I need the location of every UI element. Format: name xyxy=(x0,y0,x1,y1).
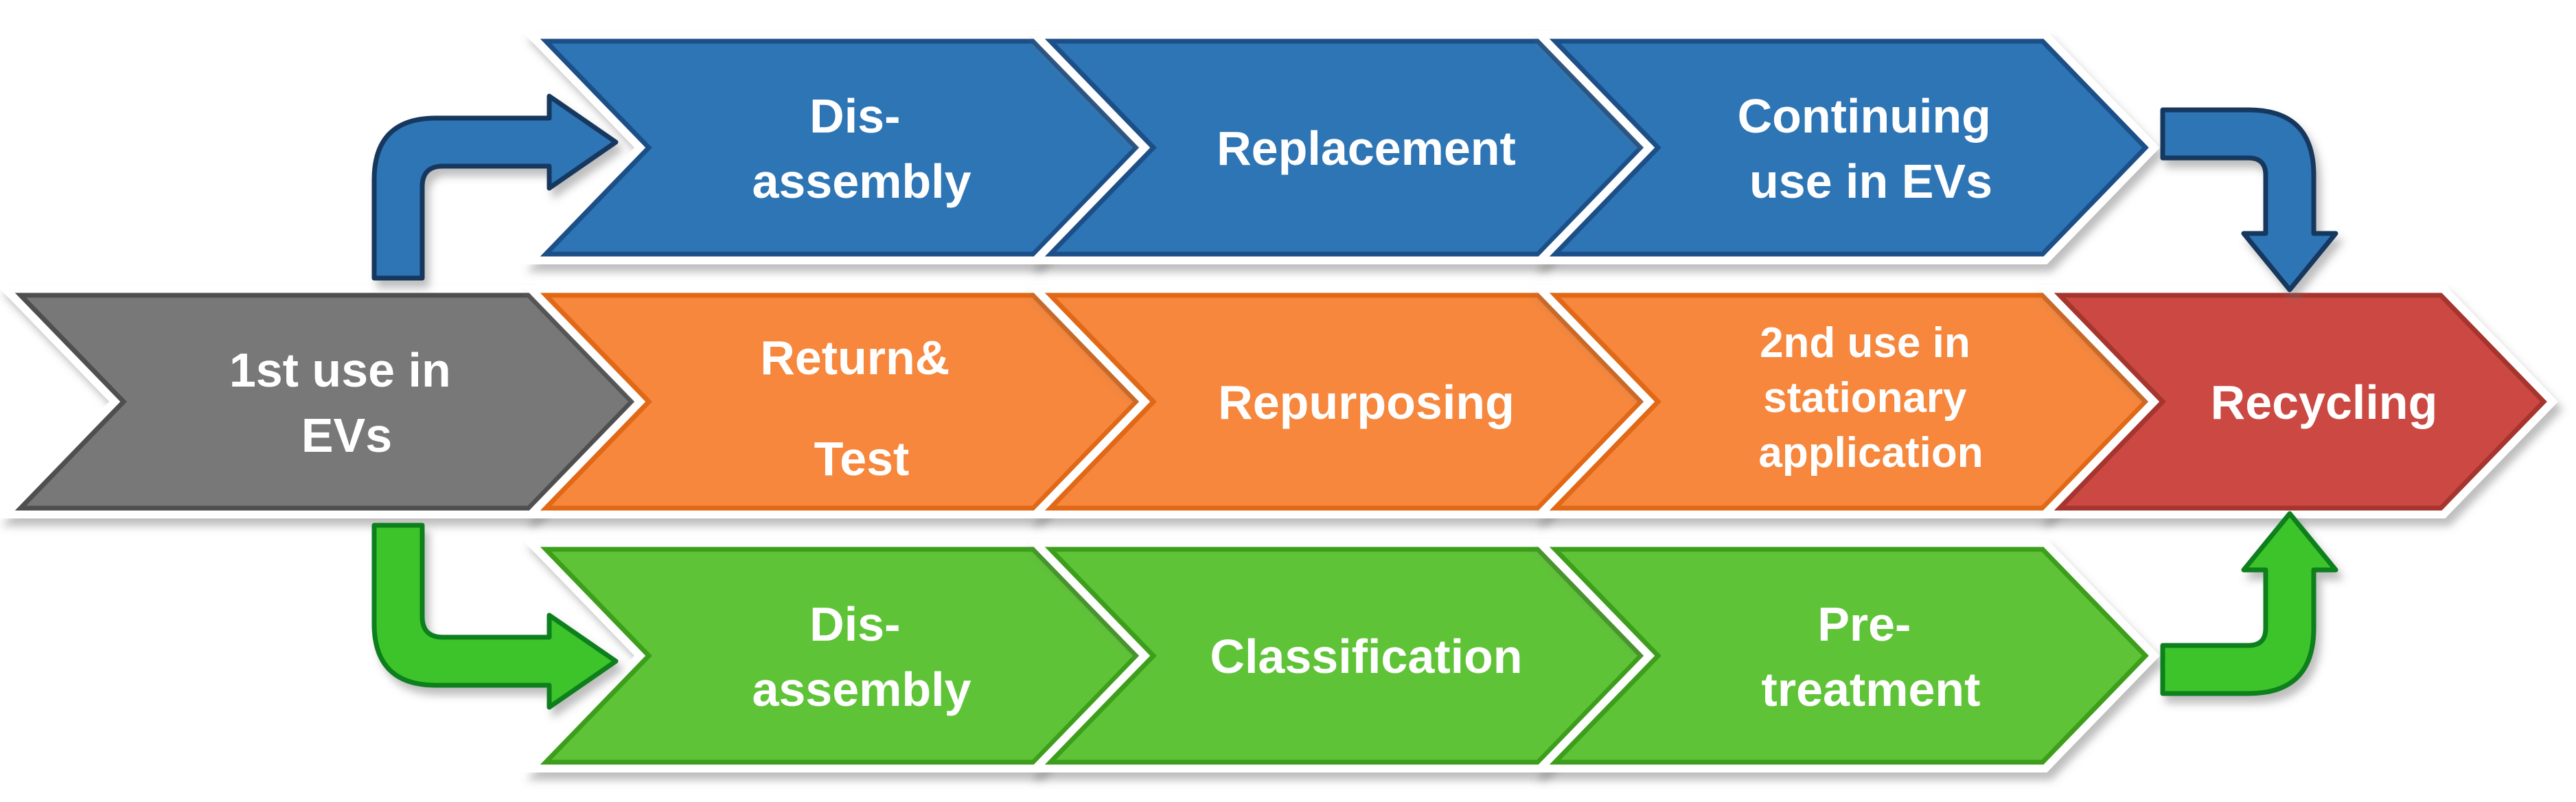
stage-label: Replacement xyxy=(1217,122,1516,175)
stage-label: Classification xyxy=(1210,630,1522,683)
stage-first-use-in-evs: 1st use in EVs xyxy=(0,285,646,518)
stage-label: Continuing use in EVs xyxy=(1738,89,2005,208)
stage-label: Dis- assembly xyxy=(752,89,971,208)
stage-label: Repurposing xyxy=(1218,376,1515,429)
stage-shape xyxy=(2054,293,2547,511)
stage-repurposing: Repurposing xyxy=(1026,285,1655,518)
stage-pre-treatment: Pre- treatment xyxy=(1530,539,2160,772)
stage-label: 2nd use in stationary application xyxy=(1758,319,1983,477)
arrow-up-to-top-path-icon xyxy=(371,93,619,281)
stage-label: 1st use in EVs xyxy=(229,343,464,462)
stage-recycling: Recycling xyxy=(2035,285,2558,518)
stage-label: Recycling xyxy=(2211,376,2438,429)
stage-continuing-use-in-evs: Continuing use in EVs xyxy=(1530,31,2160,264)
stage-return-and-test: Return& Test xyxy=(521,285,1151,518)
stage-shape xyxy=(14,293,635,511)
stage-shape xyxy=(540,547,1140,765)
stage-shape xyxy=(540,293,1140,511)
stage-replacement: Replacement xyxy=(1026,31,1655,264)
arrow-top-to-recycling-icon xyxy=(2160,107,2338,293)
stage-shape xyxy=(540,38,1140,257)
stage-classification: Classification xyxy=(1026,539,1655,772)
stage-shape xyxy=(1549,547,2149,765)
stage-shape xyxy=(1044,293,1644,511)
stage-disassembly-top: Dis- assembly xyxy=(521,31,1151,264)
stage-shape xyxy=(1044,38,1644,257)
stage-shape xyxy=(1549,293,2149,511)
stage-label: Dis- assembly xyxy=(752,597,971,716)
stage-2nd-use-in-stationary-application: 2nd use in stationary application xyxy=(1530,285,2160,518)
stage-shape xyxy=(1044,547,1644,765)
arrow-bottom-to-recycling-icon xyxy=(2160,511,2338,696)
stage-label: Pre- treatment xyxy=(1762,597,1981,716)
stage-label: Return& Test xyxy=(760,331,963,485)
arrow-down-to-bottom-path-icon xyxy=(371,523,619,710)
stage-disassembly-bottom: Dis- assembly xyxy=(521,539,1151,772)
stage-shape xyxy=(1549,38,2149,257)
